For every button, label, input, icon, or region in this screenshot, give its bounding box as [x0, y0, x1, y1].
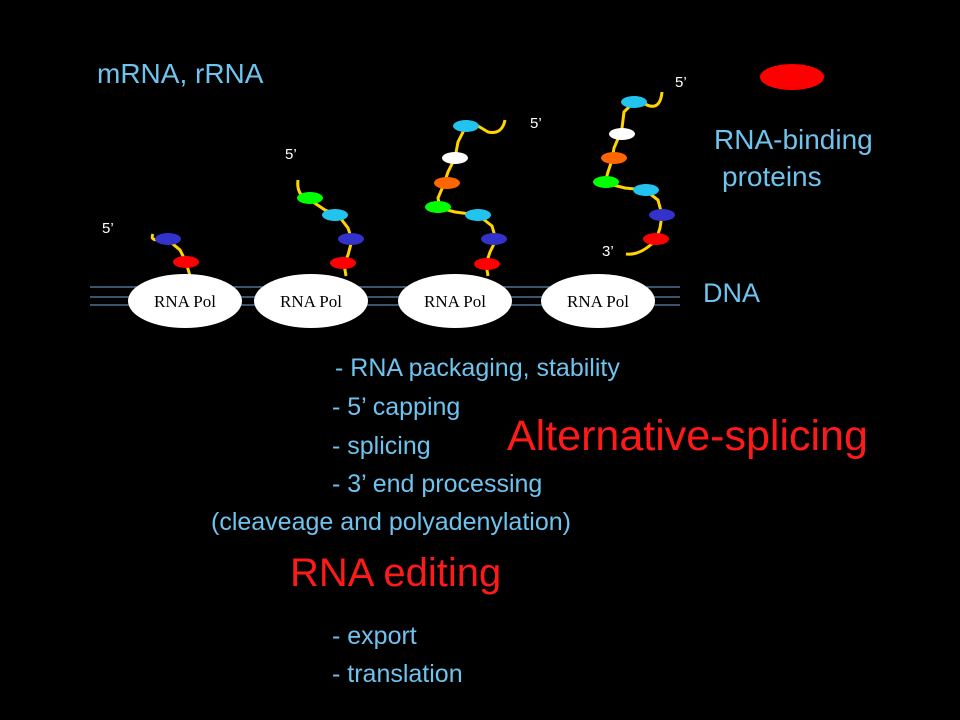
legend-label-line1: RNA-binding [714, 124, 873, 155]
protein-orange [601, 152, 627, 164]
protein-white [609, 128, 635, 140]
protein-cyan [322, 209, 348, 221]
protein-navy [338, 233, 364, 245]
five-prime-label-4: 5’ [675, 74, 687, 91]
legend-label-line2: proteins [722, 161, 822, 192]
processing-item-packaging: - RNA packaging, stability [335, 354, 620, 382]
rna-pol-label: RNA Pol [154, 292, 216, 311]
processing-item-cleavage: (cleaveage and polyadenylation) [211, 508, 571, 536]
protein-orange [434, 177, 460, 189]
protein-white [442, 152, 468, 164]
protein-navy [649, 209, 675, 221]
legend-protein-swatch [760, 64, 824, 90]
protein-green [593, 176, 619, 188]
dna-label: DNA [703, 278, 761, 308]
alternative-splicing-heading: Alternative-splicing [507, 412, 868, 460]
rna-pol-label: RNA Pol [424, 292, 486, 311]
processing-item-splicing: - splicing [332, 432, 431, 460]
protein-cyan [465, 209, 491, 221]
protein-cyan [633, 184, 659, 196]
rna-transcript-1 [150, 233, 199, 277]
five-prime-label-1: 5’ [102, 220, 114, 237]
rna-editing-heading: RNA editing [290, 551, 502, 595]
processing-item-3end: - 3’ end processing [332, 470, 543, 498]
protein-navy [155, 233, 181, 245]
protein-cyan [621, 96, 647, 108]
rna-polymerase-3: RNA Pol [398, 274, 512, 328]
protein-green [297, 192, 323, 204]
rna-polymerase-4: RNA Pol [541, 274, 655, 328]
protein-red [330, 257, 356, 269]
five-prime-label-2: 5’ [285, 146, 297, 163]
rna-transcript-2 [296, 179, 364, 277]
protein-navy [481, 233, 507, 245]
rna-transcript-4 [593, 91, 675, 256]
protein-cyan [453, 120, 479, 132]
protein-red [474, 258, 500, 270]
five-prime-label-3: 5’ [530, 115, 542, 132]
rna-transcript-3 [425, 119, 507, 277]
protein-red [173, 256, 199, 268]
protein-green [425, 201, 451, 213]
final-item-translation: - translation [332, 660, 463, 688]
rna-pol-label: RNA Pol [567, 292, 629, 311]
rna-polymerase-2: RNA Pol [254, 274, 368, 328]
rna-pol-label: RNA Pol [280, 292, 342, 311]
rna-polymerase-1: RNA Pol [128, 274, 242, 328]
final-item-export: - export [332, 622, 417, 650]
page-title: mRNA, rRNA [97, 58, 264, 89]
processing-item-capping: - 5’ capping [332, 393, 461, 421]
three-prime-label: 3’ [602, 243, 614, 260]
protein-red [643, 233, 669, 245]
